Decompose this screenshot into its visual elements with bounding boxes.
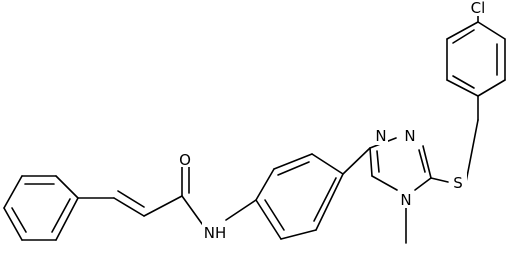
atom-o: O <box>179 151 191 169</box>
chlorophenyl-ring <box>446 21 506 97</box>
atom-cl: Cl <box>471 0 486 17</box>
triazole-ring <box>369 137 432 191</box>
atom-s: S <box>453 174 463 192</box>
atom-nh: NH <box>204 224 227 242</box>
bond-s-triazole <box>430 177 449 183</box>
phenyl-ring <box>3 175 79 241</box>
atom-labels: Cl S O NH N N N <box>177 0 491 242</box>
bond-layer <box>3 13 506 244</box>
bond-nh-carbonyl <box>181 195 206 229</box>
bond-ch2-s <box>465 119 479 183</box>
bond-alkene-2 <box>117 190 145 208</box>
phenylene-ring <box>255 153 344 240</box>
bond-triazole-phenylene <box>342 147 371 175</box>
bond-carbonyl-alkene <box>143 195 183 217</box>
bond-phenylene-nh <box>225 199 257 221</box>
bond-alkene-1 <box>113 197 145 217</box>
atom-n-methyl: N <box>400 191 411 209</box>
atom-n-top-right: N <box>404 127 415 145</box>
atom-n-top-left: N <box>375 127 386 145</box>
